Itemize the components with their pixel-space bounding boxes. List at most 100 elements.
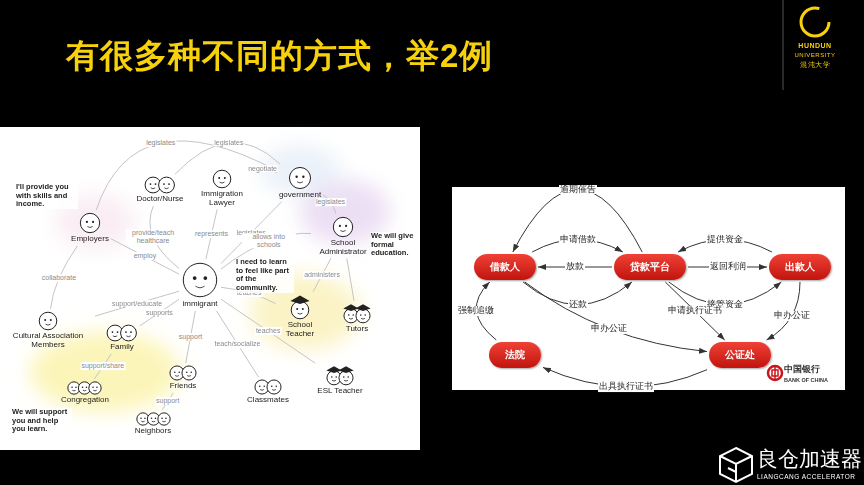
logo-text: UNIVERSITY xyxy=(788,52,842,59)
eye xyxy=(93,387,95,389)
mouth xyxy=(94,390,97,392)
person-node: Immigration Lawyer xyxy=(195,169,250,208)
mouth xyxy=(151,421,154,423)
connector xyxy=(665,282,724,340)
eye xyxy=(302,176,304,178)
person-icon xyxy=(106,324,138,342)
edge-label: 申办公证 xyxy=(773,311,811,321)
eye xyxy=(140,418,142,420)
person-node: Neighbors xyxy=(135,412,171,436)
eye xyxy=(347,376,349,378)
connector xyxy=(96,141,277,210)
node-label: 出款人 xyxy=(785,261,815,272)
eye xyxy=(174,371,176,373)
slide-title: 有很多种不同的方式，举2例 xyxy=(66,34,493,79)
speech-quote: I'll provide you with skills and income. xyxy=(16,183,78,209)
mouth xyxy=(73,390,76,392)
node-label: Classmates xyxy=(247,396,289,405)
process-pill: 公证处 xyxy=(709,342,771,368)
edge-label: allows into schools xyxy=(242,233,296,248)
head xyxy=(121,325,137,341)
right-panel xyxy=(452,187,845,390)
eye xyxy=(345,225,347,227)
node-label: Congregation xyxy=(61,396,109,405)
speech-quote: We will support you and help you learn. xyxy=(12,408,72,434)
node-label: 公证处 xyxy=(725,349,755,360)
connector xyxy=(175,143,280,175)
mouth xyxy=(151,187,155,189)
mortarboard xyxy=(355,304,370,311)
mouth xyxy=(83,390,86,392)
mouth xyxy=(46,323,51,325)
bank-name: 中国银行 xyxy=(784,364,820,374)
eye xyxy=(125,331,127,333)
head xyxy=(213,170,231,188)
mouth xyxy=(260,389,264,391)
node-label: Employers xyxy=(71,235,109,244)
eye xyxy=(97,387,99,389)
eye xyxy=(161,418,163,420)
eye xyxy=(186,371,188,373)
bank-logo xyxy=(768,366,782,380)
head xyxy=(80,213,99,232)
brand-name-en: LIANGCANG ACCELERATOR xyxy=(757,473,855,480)
person-icon xyxy=(144,176,176,194)
person-node: Tutors xyxy=(343,303,371,334)
person-icon xyxy=(212,169,232,189)
eye xyxy=(76,387,78,389)
eye xyxy=(72,387,74,389)
eye xyxy=(263,385,265,387)
edge-label: employ xyxy=(133,253,158,261)
left-panel xyxy=(0,127,420,450)
mouth xyxy=(361,318,365,320)
eye xyxy=(352,314,354,316)
eye xyxy=(178,371,180,373)
process-pill: 贷款平台 xyxy=(614,254,686,280)
edge-label: 放款 xyxy=(565,262,585,272)
person-node: School Administrator xyxy=(313,216,373,257)
node-label: Doctor/Nurse xyxy=(136,195,183,204)
edge-label: negotiate xyxy=(247,165,278,173)
eye xyxy=(259,385,261,387)
node-label: Cultural Association Members xyxy=(3,332,93,350)
eye xyxy=(296,308,298,310)
person-node: government xyxy=(279,166,321,200)
person-icon xyxy=(136,412,171,426)
connector xyxy=(525,282,707,352)
mouth xyxy=(162,421,165,423)
person-icon xyxy=(79,212,101,234)
color-blobs xyxy=(30,145,390,412)
process-pill: 借款人 xyxy=(474,254,536,280)
eye xyxy=(86,221,88,223)
edge-label: 提供资金 xyxy=(706,235,744,245)
mouth xyxy=(165,187,169,189)
eye xyxy=(130,331,132,333)
head xyxy=(157,413,169,425)
mouth xyxy=(297,182,303,183)
mouth xyxy=(187,375,191,377)
edge-label: 出具执行证书 xyxy=(598,382,654,392)
connector xyxy=(513,190,642,253)
mortarboard xyxy=(338,366,353,373)
edge-label: 申请借款 xyxy=(559,235,597,245)
person-node: Friends xyxy=(169,365,197,391)
edge-label: teaches xyxy=(255,327,282,335)
mouth xyxy=(220,181,225,183)
connector xyxy=(95,291,179,316)
edge-label: 返回利润 xyxy=(709,262,747,272)
person-node: Cultural Association Members xyxy=(3,311,93,350)
eye xyxy=(335,376,337,378)
edge-label: support/share xyxy=(80,363,125,371)
mouth xyxy=(175,375,179,377)
eye xyxy=(86,387,88,389)
eye xyxy=(117,331,119,333)
node-label: Neighbors xyxy=(135,427,171,436)
head xyxy=(39,312,57,330)
person-icon xyxy=(181,261,219,299)
eye xyxy=(190,371,192,373)
eye xyxy=(82,387,84,389)
speech-quote: We will give formal education. xyxy=(371,232,417,258)
eye xyxy=(302,308,304,310)
eye xyxy=(360,314,362,316)
